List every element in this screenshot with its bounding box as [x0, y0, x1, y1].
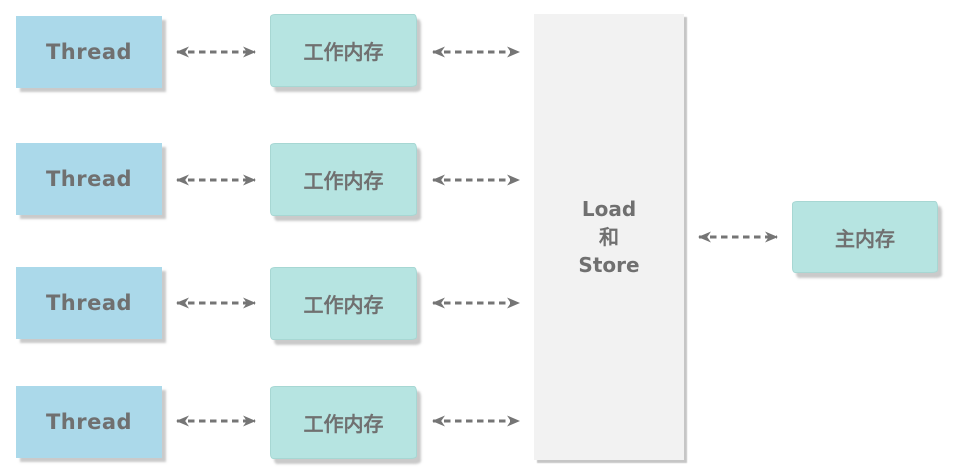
thread-label-1: Thread [45, 40, 133, 64]
thread-box-1: Thread [16, 16, 162, 88]
thread-box-4: Thread [16, 386, 162, 458]
thread-label-3: Thread [45, 291, 133, 315]
load-store-line-3: Store [578, 253, 640, 277]
working-memory-label-3: 工作内存 [303, 293, 384, 317]
load-store-line-1: Load [581, 197, 637, 221]
working-memory-label-2: 工作内存 [303, 169, 384, 193]
main-memory-box: 主内存 [792, 201, 938, 273]
working-memory-box-1: 工作内存 [270, 14, 417, 87]
load-store-box: Load 和 Store [534, 14, 684, 460]
thread-label-4: Thread [45, 410, 133, 434]
working-memory-label-4: 工作内存 [303, 412, 384, 436]
thread-box-2: Thread [16, 143, 162, 215]
load-store-line-2: 和 [599, 225, 619, 249]
working-memory-box-2: 工作内存 [270, 143, 417, 216]
working-memory-label-1: 工作内存 [303, 40, 384, 64]
working-memory-box-3: 工作内存 [270, 267, 417, 340]
working-memory-box-4: 工作内存 [270, 386, 417, 459]
main-memory-label: 主内存 [835, 226, 895, 251]
thread-box-3: Thread [16, 267, 162, 339]
thread-label-2: Thread [45, 167, 133, 191]
